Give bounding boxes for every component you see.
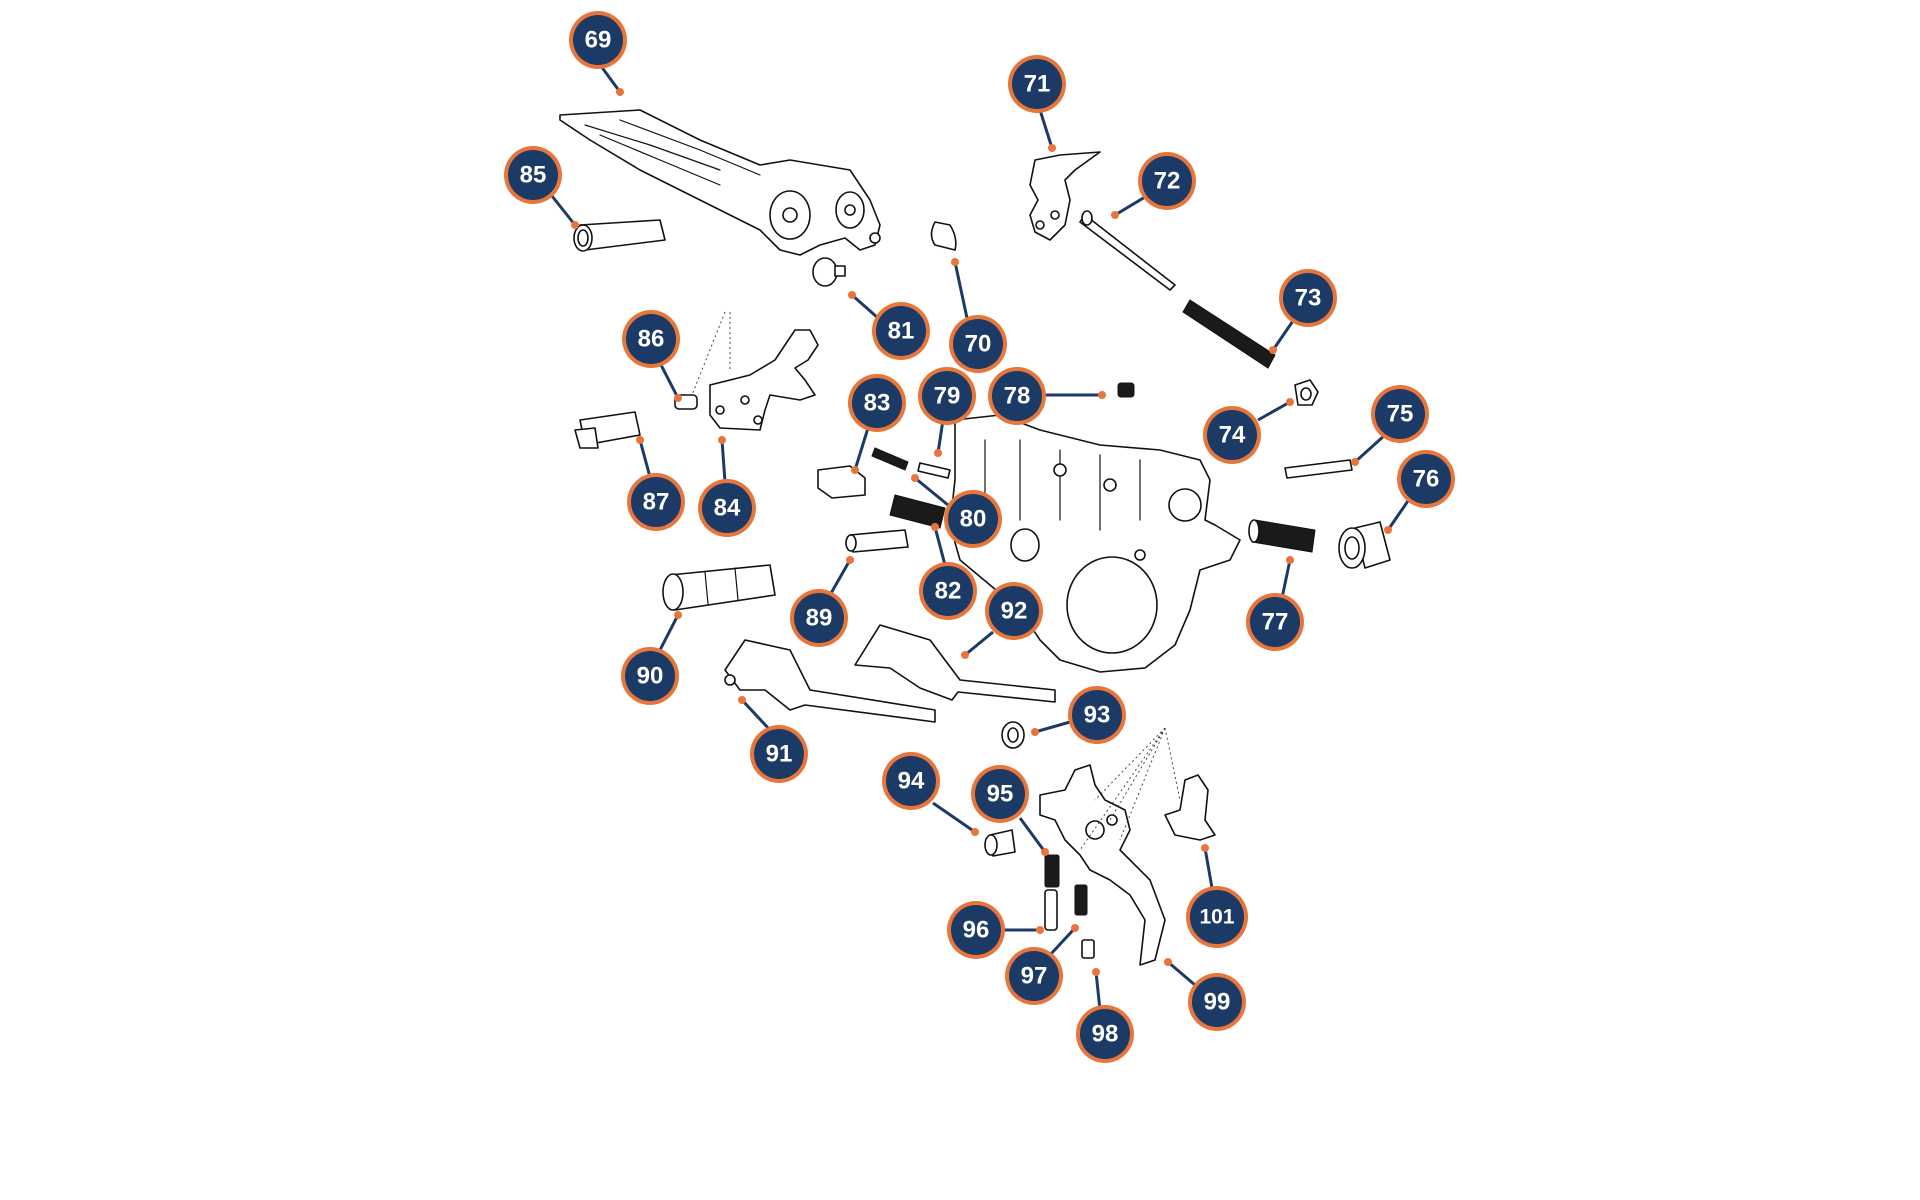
callout-93: 93	[1031, 686, 1126, 744]
callout-96: 96	[947, 901, 1044, 959]
part-71-lever	[1029, 151, 1101, 241]
callout-badges: 69 70 71 72 73 74	[504, 11, 1455, 1063]
callout-76: 76	[1384, 450, 1455, 534]
part-72-pin	[1079, 210, 1176, 291]
part-94-bushing	[984, 829, 1016, 857]
part-77-spring	[1248, 519, 1316, 553]
callout-82-label: 82	[935, 578, 962, 605]
part-80-spring-small	[871, 447, 909, 471]
part-84-guide	[689, 311, 731, 401]
callout-92: 92	[961, 582, 1043, 659]
part-97-spring	[1074, 884, 1088, 916]
part-73-spring	[1182, 299, 1276, 369]
callout-78-label: 78	[1004, 383, 1031, 410]
part-74-washer	[1294, 379, 1319, 406]
part-70-clip	[930, 221, 957, 251]
callout-77-label: 77	[1262, 609, 1289, 636]
trigger-guides	[1079, 727, 1181, 851]
part-87-cap	[574, 411, 641, 449]
callout-91: 91	[738, 696, 808, 783]
callout-92-label: 92	[1001, 598, 1028, 625]
part-81-button	[812, 257, 846, 287]
callout-98-label: 98	[1092, 1021, 1119, 1048]
callout-99: 99	[1164, 958, 1246, 1031]
callout-80-label: 80	[960, 506, 987, 533]
callout-95: 95	[971, 765, 1049, 856]
callout-87-label: 87	[643, 489, 670, 516]
callout-70-label: 70	[965, 331, 992, 358]
callout-85: 85	[504, 146, 579, 229]
callout-76-label: 76	[1413, 466, 1440, 493]
callout-72-label: 72	[1154, 168, 1181, 195]
part-98-plunger	[1081, 939, 1095, 959]
part-90-bushing	[662, 564, 776, 611]
part-78-set-screw	[1117, 382, 1135, 398]
callout-86: 86	[622, 310, 682, 402]
callout-90-label: 90	[637, 663, 664, 690]
callout-97-label: 97	[1021, 963, 1048, 990]
callout-97: 97	[1005, 924, 1079, 1005]
callout-73: 73	[1269, 269, 1337, 354]
callout-96-label: 96	[963, 917, 990, 944]
callout-91-label: 91	[766, 741, 793, 768]
callout-89-label: 89	[806, 605, 833, 632]
callout-101-label: 101	[1199, 906, 1234, 929]
callout-94: 94	[882, 752, 979, 836]
callout-81-label: 81	[888, 318, 915, 345]
part-79-pin	[917, 462, 951, 479]
part-93-ring	[1001, 721, 1025, 749]
callout-74: 74	[1203, 398, 1294, 464]
part-75-pin	[1284, 459, 1353, 479]
callout-85-label: 85	[520, 162, 547, 189]
callout-71: 71	[1008, 55, 1066, 152]
callout-73-label: 73	[1295, 285, 1322, 312]
part-76-bushing	[1338, 521, 1391, 569]
callout-87: 87	[627, 436, 685, 531]
part-92-lever-bar	[854, 624, 1056, 703]
callout-75: 75	[1351, 385, 1429, 466]
callout-99-label: 99	[1204, 989, 1231, 1016]
callout-71-label: 71	[1024, 71, 1051, 98]
part-83-block	[817, 465, 866, 499]
callout-81: 81	[848, 291, 930, 360]
callout-69-label: 69	[585, 27, 612, 54]
callout-90: 90	[621, 611, 682, 705]
callout-93-label: 93	[1084, 702, 1111, 729]
callout-95-label: 95	[987, 781, 1014, 808]
callout-79: 79	[918, 367, 976, 457]
part-95-spring	[1044, 854, 1060, 888]
trigger-assembly	[1039, 764, 1166, 966]
part-85-tube	[573, 219, 666, 252]
part-96-pin	[1044, 889, 1058, 931]
callout-77: 77	[1246, 556, 1304, 651]
callout-79-label: 79	[934, 383, 961, 410]
callout-83: 83	[848, 374, 906, 474]
part-82-spring	[889, 494, 946, 529]
callout-89: 89	[790, 556, 854, 647]
callout-101: 101	[1186, 844, 1248, 948]
callout-83-label: 83	[864, 390, 891, 417]
callout-94-label: 94	[898, 768, 925, 795]
callout-75-label: 75	[1387, 401, 1414, 428]
part-89-pin	[845, 529, 909, 553]
part-69-tang	[559, 109, 881, 256]
callout-84-label: 84	[714, 495, 741, 522]
callout-98: 98	[1076, 968, 1134, 1063]
callout-82: 82	[919, 523, 977, 620]
callout-69: 69	[569, 11, 627, 96]
callout-70: 70	[949, 258, 1007, 373]
callout-74-label: 74	[1219, 422, 1246, 449]
part-101-sear	[1164, 774, 1216, 841]
callout-80: 80	[911, 474, 1002, 548]
part-84-hammer	[709, 329, 819, 431]
part-91-lever-bar	[724, 639, 936, 723]
callout-84: 84	[698, 436, 756, 537]
callout-86-label: 86	[638, 326, 665, 353]
callout-78: 78	[988, 367, 1106, 425]
callout-72: 72	[1111, 152, 1196, 219]
